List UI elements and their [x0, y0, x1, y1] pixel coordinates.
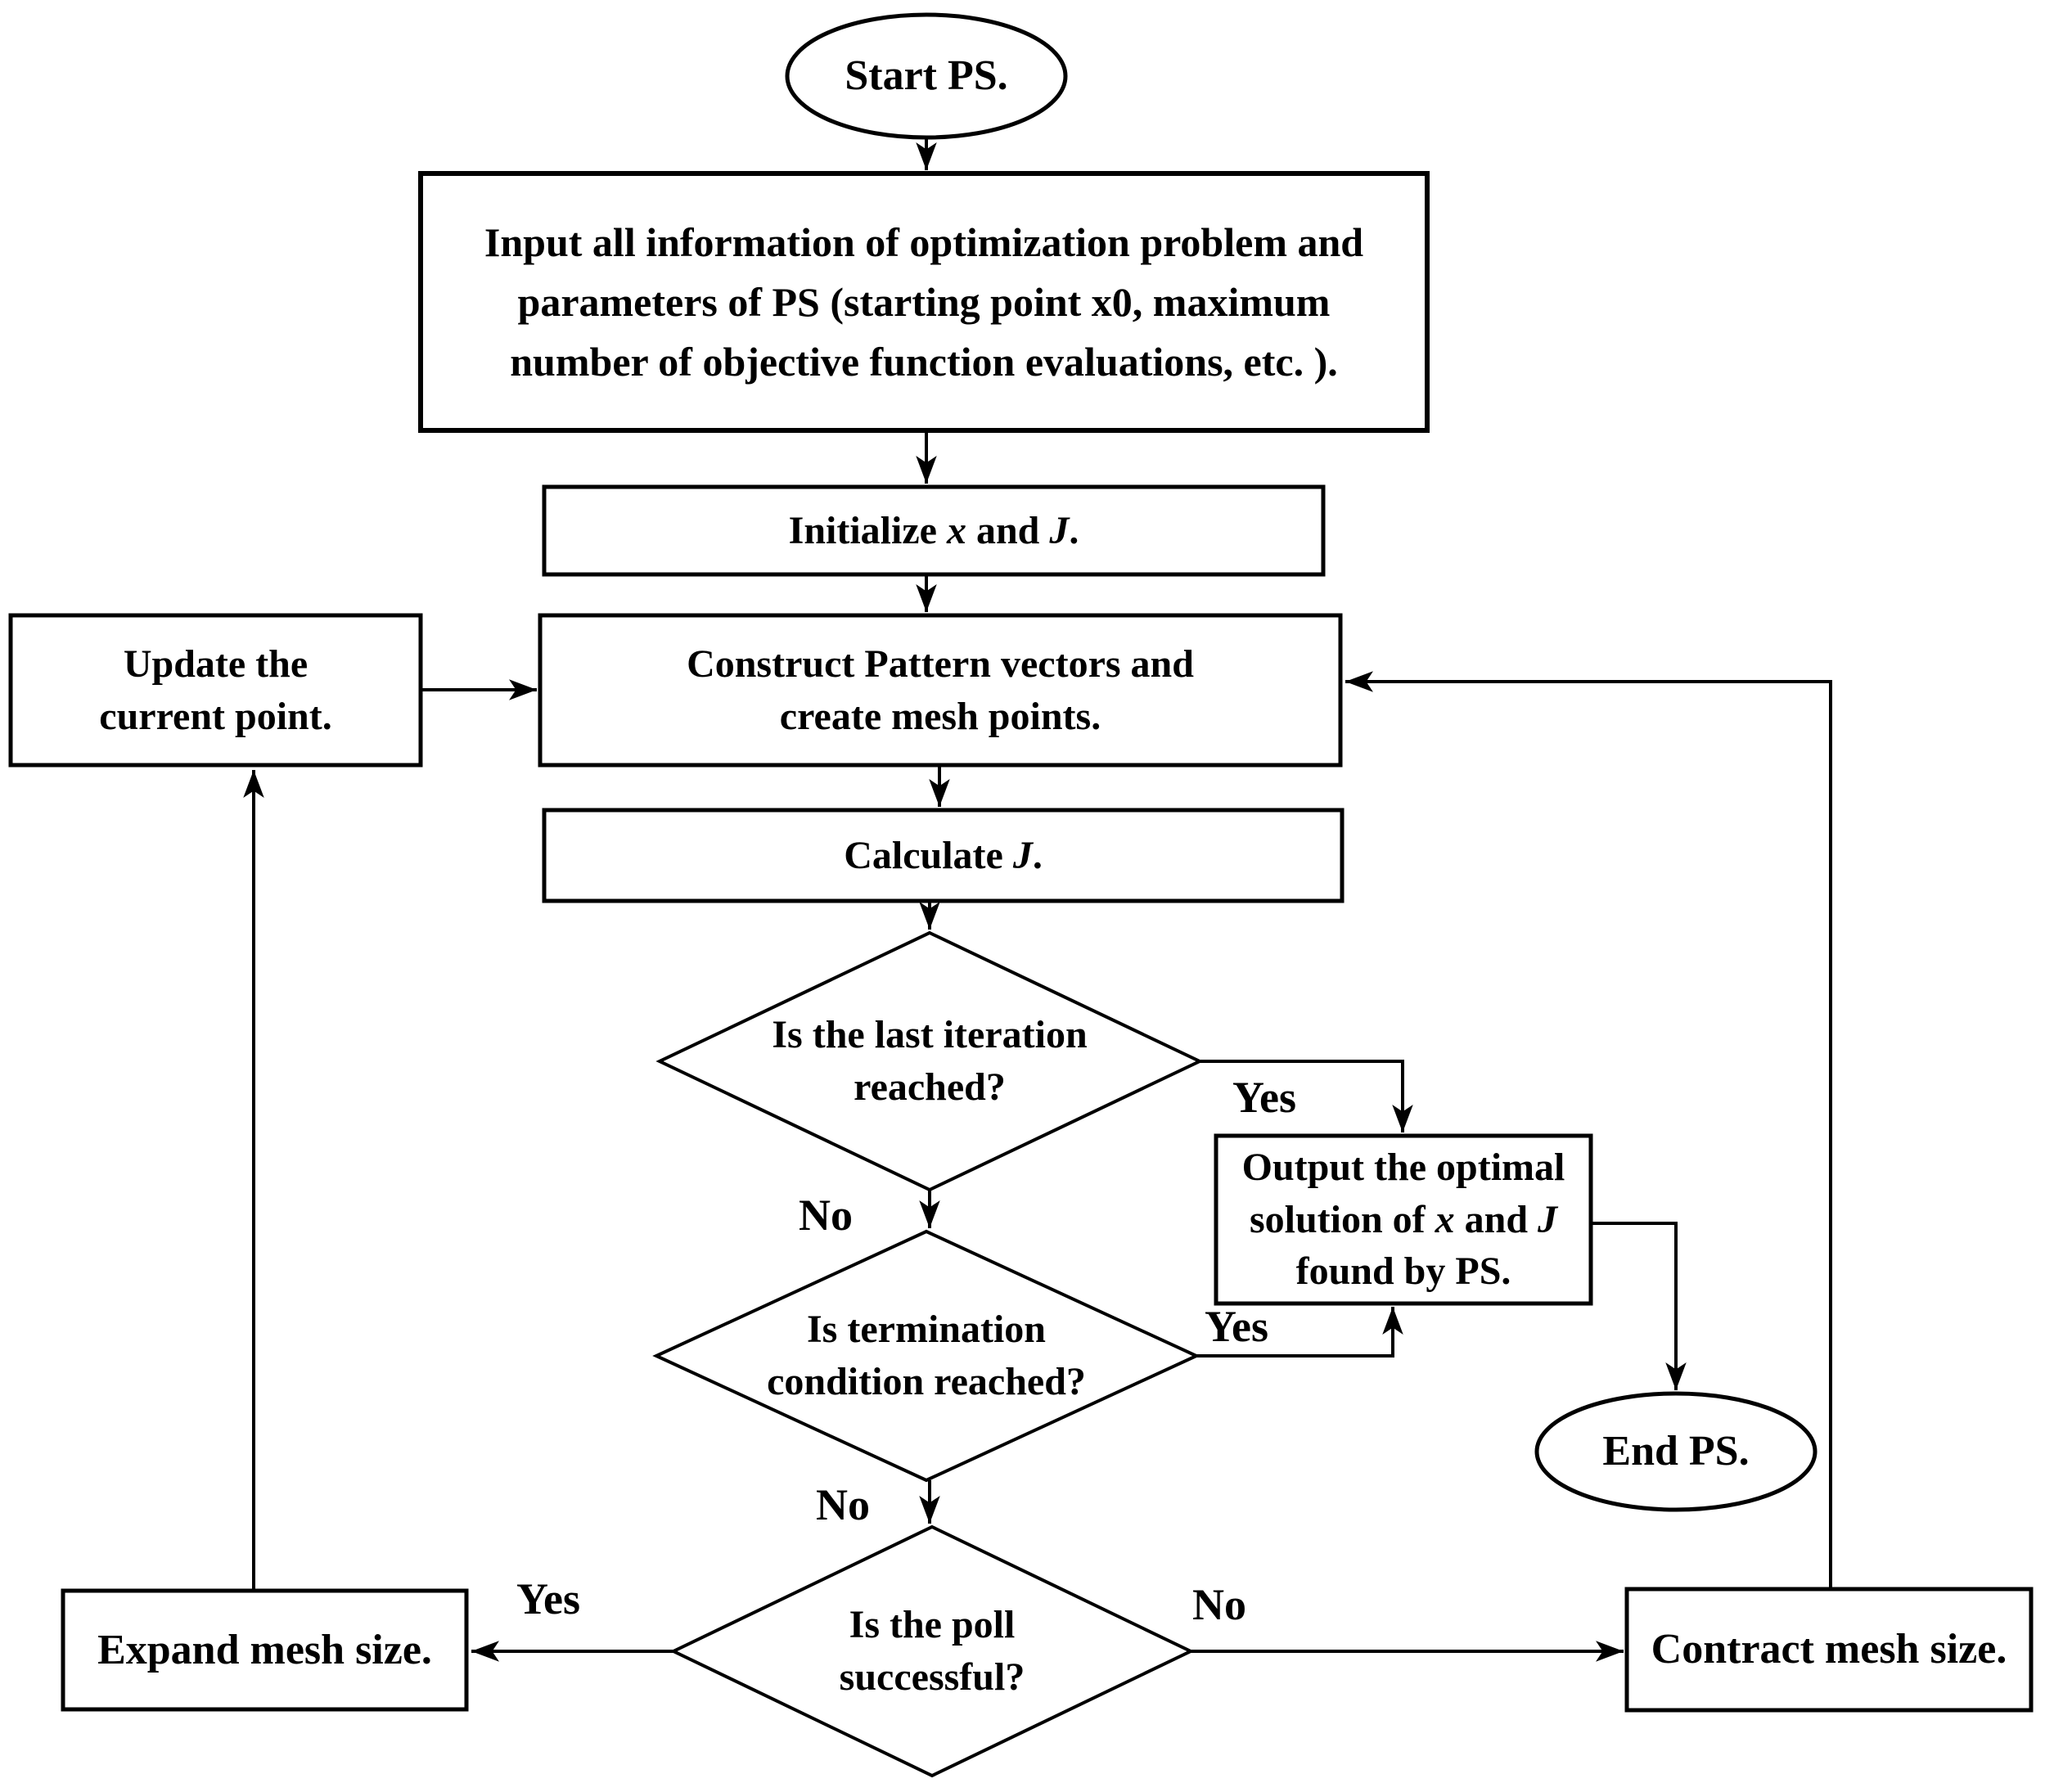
edge-label-no-poll: No	[1192, 1580, 1246, 1630]
expand-process-shape	[61, 1588, 469, 1712]
edge-label-no-termination: No	[816, 1480, 870, 1530]
initialize-process-shape	[542, 484, 1326, 577]
decision-termination-label: Is termination condition reached?	[767, 1308, 1086, 1403]
construct-label: Construct Pattern vectors and create mes…	[687, 642, 1194, 738]
edge-label-yes-termination: Yes	[1205, 1302, 1268, 1352]
construct-process-shape	[538, 613, 1343, 768]
update-label: Update the current point.	[99, 642, 332, 738]
output-process-shape	[1214, 1133, 1593, 1306]
update-process-shape	[8, 613, 423, 768]
edge-label-no-last-iteration: No	[799, 1191, 853, 1240]
input-process-shape	[418, 171, 1430, 433]
end-label: End PS.	[1602, 1428, 1750, 1475]
edge-decision1-yes-to-output	[1200, 1060, 1413, 1132]
input-label: Input all information of optimization pr…	[484, 218, 1364, 385]
decision-poll-label: Is the poll successful?	[839, 1603, 1025, 1699]
decision-termination-shape	[652, 1229, 1200, 1483]
contract-label: Contract mesh size.	[1651, 1626, 2007, 1673]
start-terminator-shape	[785, 12, 1068, 140]
calculate-label: Calculate J.	[844, 833, 1043, 877]
initialize-label: Initialize x and J.	[788, 508, 1079, 552]
decision-last-iteration-shape	[655, 930, 1204, 1192]
edge-decision2-yes-to-output	[1196, 1307, 1403, 1358]
calculate-process-shape	[542, 808, 1345, 903]
end-terminator-shape	[1534, 1391, 1818, 1512]
edge-label-yes-last-iteration: Yes	[1232, 1073, 1296, 1123]
decision-last-iteration-label: Is the last iteration reached?	[772, 1013, 1088, 1109]
start-label: Start PS.	[845, 52, 1008, 100]
edge-contract-to-construct	[1345, 671, 1832, 1589]
edge-label-yes-poll: Yes	[516, 1574, 580, 1624]
decision-poll-shape	[669, 1524, 1195, 1778]
expand-label: Expand mesh size.	[97, 1626, 432, 1673]
output-label: Output the optimal solution of x and J f…	[1241, 1145, 1565, 1294]
contract-process-shape	[1624, 1587, 2034, 1713]
edge-output-to-end	[1591, 1222, 1687, 1390]
